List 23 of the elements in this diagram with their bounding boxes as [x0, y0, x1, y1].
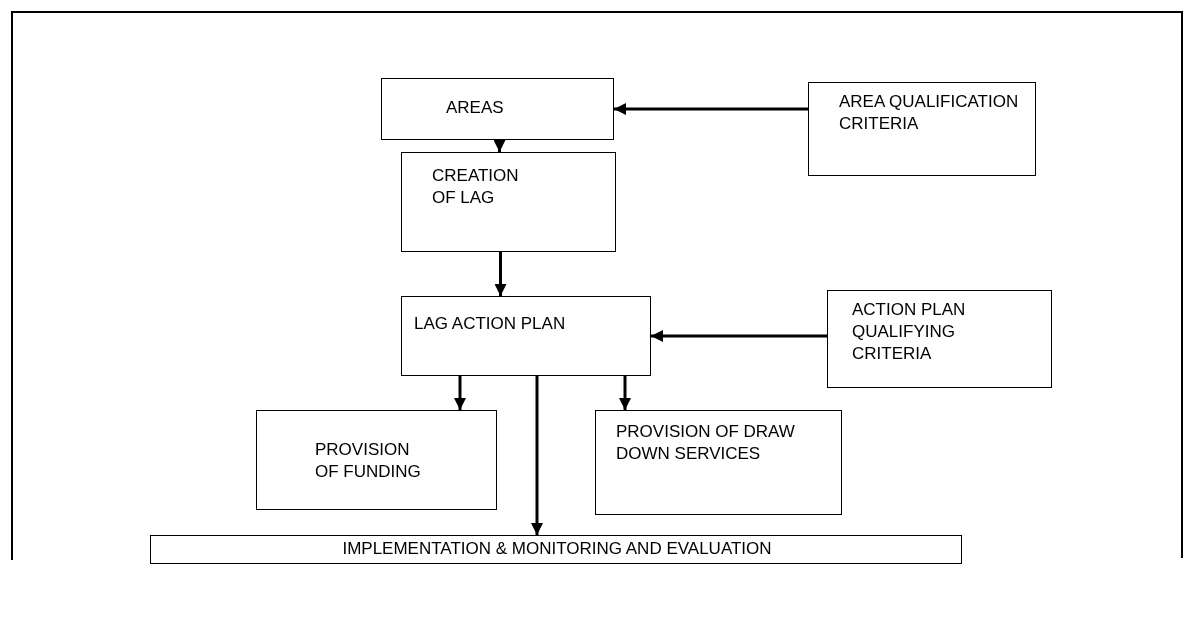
- arrow: [493, 140, 506, 152]
- process-box: [150, 535, 962, 564]
- arrow: [531, 376, 543, 535]
- box-label: PROVISION OF FUNDING: [315, 439, 422, 483]
- arrow: [494, 252, 507, 296]
- process-box: [827, 290, 1052, 388]
- box-label: ACTION PLAN QUALIFYING CRITERIA: [852, 299, 967, 365]
- box-label: PROVISION OF DRAW DOWN SERVICES: [616, 421, 796, 465]
- process-box: [381, 78, 614, 140]
- arrow: [614, 103, 808, 115]
- process-box: [256, 410, 497, 510]
- box-label: IMPLEMENTATION & MONITORING AND EVALUATION: [341, 538, 773, 560]
- arrow: [454, 376, 466, 410]
- arrow: [619, 376, 631, 410]
- arrow: [651, 330, 827, 342]
- process-box: [808, 82, 1036, 176]
- box-label: LAG ACTION PLAN: [414, 313, 567, 335]
- process-box: [401, 152, 616, 252]
- box-label: CREATION OF LAG: [432, 165, 520, 209]
- box-label: AREA QUALIFICATION CRITERIA: [839, 91, 1020, 135]
- box-label: AREAS: [446, 97, 505, 119]
- process-box: [595, 410, 842, 515]
- process-box: [401, 296, 651, 376]
